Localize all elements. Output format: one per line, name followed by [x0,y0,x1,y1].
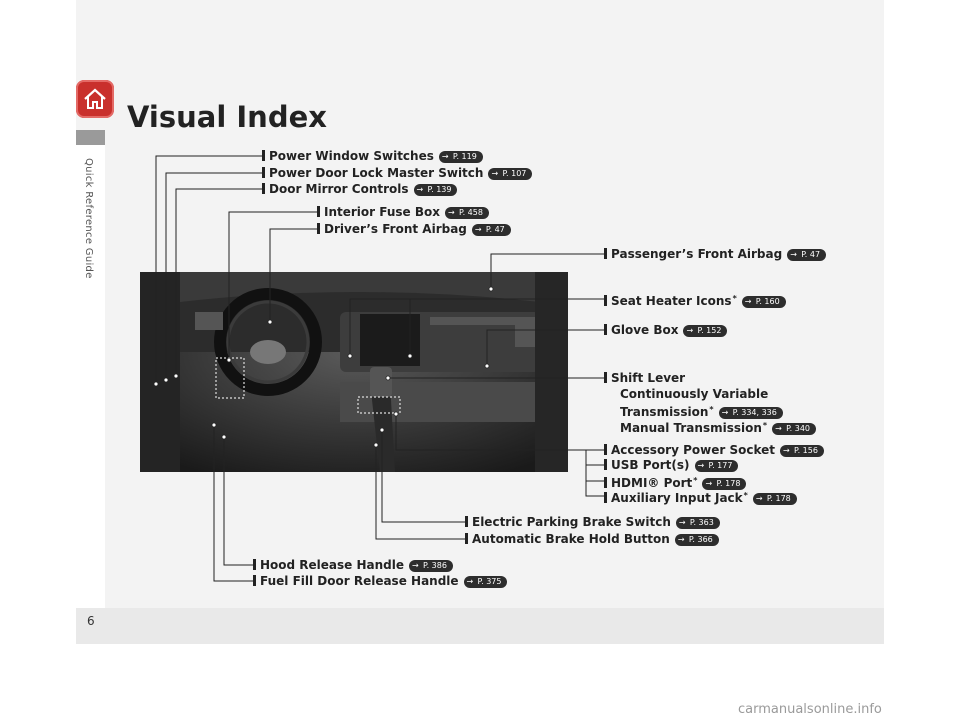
page-ref-link[interactable]: P. 386 [409,560,453,572]
page-ref-link[interactable]: P. 458 [445,207,489,219]
page-ref-link[interactable]: P. 47 [787,249,827,261]
label-fuel-fill-door-release: Fuel Fill Door Release HandleP. 375 [253,574,508,588]
label-cvt-line1: Continuously Variable [620,387,769,401]
label-hdmi-port: HDMI® Port*P. 178 [604,474,747,490]
label-auxiliary-input-jack: Auxiliary Input Jack*P. 178 [604,489,797,505]
page-ref-link[interactable]: P. 139 [413,184,458,196]
footer-band [76,608,884,644]
label-seat-heater-icons: Seat Heater Icons*P. 160 [604,292,786,308]
side-tab-label: Quick Reference Guide [83,158,94,279]
label-usb-ports: USB Port(s)P. 177 [604,458,739,472]
side-tab-marker [76,130,105,145]
page-ref-link[interactable]: P. 375 [463,576,508,588]
label-shift-lever: Shift Lever [604,371,685,385]
page-ref-link[interactable]: P. 156 [780,445,824,457]
label-power-door-lock: Power Door Lock Master SwitchP. 107 [262,166,533,180]
page-ref-link[interactable]: P. 363 [675,517,720,529]
label-hood-release-handle: Hood Release HandleP. 386 [253,558,453,572]
page-ref-link[interactable]: P. 160 [741,296,786,308]
page-ref-link[interactable]: P. 47 [471,224,511,236]
label-door-mirror-controls: Door Mirror ControlsP. 139 [262,182,458,196]
label-passenger-front-airbag: Passenger’s Front AirbagP. 47 [604,247,827,261]
label-manual-transmission: Manual Transmission*P. 340 [620,419,817,435]
page-number: 6 [87,614,95,628]
home-icon [84,88,106,109]
label-driver-front-airbag: Driver’s Front AirbagP. 47 [317,222,511,236]
label-glove-box: Glove BoxP. 152 [604,323,728,337]
label-interior-fuse-box: Interior Fuse BoxP. 458 [317,205,489,219]
home-button[interactable] [76,80,114,118]
page-ref-link[interactable]: P. 178 [752,493,797,505]
page-ref-link[interactable]: P. 334, 336 [718,407,783,419]
watermark: carmanualsonline.info [738,702,882,717]
page-ref-link[interactable]: P. 177 [694,460,739,472]
label-cvt-line2: Transmission*P. 334, 336 [620,403,783,419]
page-ref-link[interactable]: P. 366 [674,534,719,546]
page-ref-link[interactable]: P. 178 [702,478,747,490]
page-ref-link[interactable]: P. 119 [438,151,483,163]
page-title: Visual Index [127,100,327,134]
page-ref-link[interactable]: P. 340 [772,423,817,435]
label-accessory-power-socket: Accessory Power SocketP. 156 [604,443,824,457]
label-automatic-brake-hold: Automatic Brake Hold ButtonP. 366 [465,532,719,546]
page-ref-link[interactable]: P. 152 [683,325,728,337]
label-power-window-switches: Power Window SwitchesP. 119 [262,149,483,163]
side-tab [76,130,105,608]
page-ref-link[interactable]: P. 107 [488,168,533,180]
dashboard-photo [140,272,568,472]
label-electric-parking-brake: Electric Parking Brake SwitchP. 363 [465,515,720,529]
